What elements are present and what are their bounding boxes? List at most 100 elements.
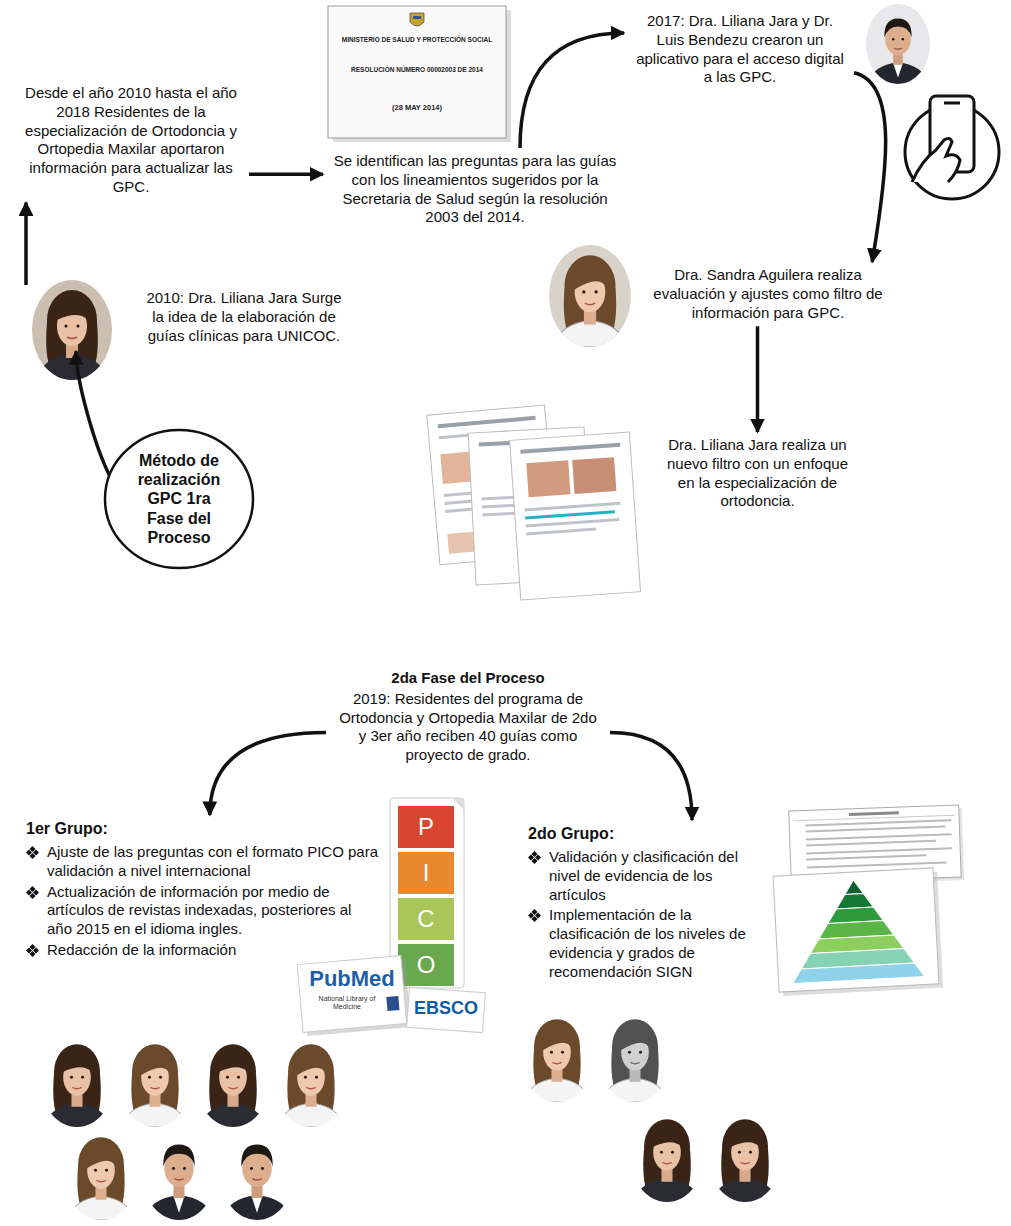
phone-speaker — [944, 102, 960, 105]
hand — [912, 138, 960, 182]
flow-arrow — [76, 351, 110, 475]
logo-name: EBSCO — [410, 998, 482, 1019]
block-text: 2010: Dra. Liliana Jara Surge la idea de… — [146, 289, 342, 345]
bullet-item: Validación y clasificación del nivel de … — [528, 848, 766, 904]
block-text: 2019: Residentes del programa de Ortodon… — [334, 690, 602, 765]
document-sheet — [328, 6, 506, 138]
document-number: RESOLUCIÓN NÚMERO 00002003 DE 2014 — [330, 66, 504, 73]
oval-label: Método de realización GPC 1ra Fase del P… — [127, 451, 231, 547]
pico-square — [398, 898, 454, 940]
page-photo — [526, 460, 570, 497]
flow-arrow — [854, 73, 886, 262]
portrait — [868, 18, 929, 84]
bullet-item: Redacción de la información — [26, 941, 379, 960]
portrait — [68, 1137, 134, 1220]
portrait — [602, 1019, 668, 1102]
portrait — [553, 255, 626, 347]
text-block: Dra. Sandra Aguilera realiza evaluación … — [644, 262, 892, 326]
document-heading: MINISTERIO DE SALUD Y PROTECCIÓN SOCIAL — [330, 36, 504, 43]
pico-letter: C — [398, 898, 454, 940]
guide-page — [510, 432, 641, 600]
ebsco-logo — [407, 987, 486, 1032]
page-line — [438, 416, 536, 429]
table-line — [805, 819, 951, 826]
group-list: 1er Grupo:Ajuste de las preguntas con el… — [20, 815, 385, 966]
block-text: Desde el año 2010 hasta el año 2018 Resi… — [21, 84, 241, 197]
text-block: 2da Fase del Proceso 2019: Residentes del… — [328, 665, 608, 769]
bullet-symbol — [26, 944, 39, 957]
portrait — [122, 1044, 188, 1127]
logo-name: PubMed — [302, 966, 402, 991]
group-portraits — [524, 1019, 778, 1202]
logo-mark — [386, 996, 399, 1011]
bullet-symbol — [26, 846, 39, 859]
table-line — [805, 826, 945, 833]
bullet-text: Implementación de la clasificación de lo… — [549, 906, 766, 981]
portrait-photo — [549, 245, 631, 347]
pico-letter: O — [398, 944, 454, 986]
pyramid-band — [792, 962, 925, 983]
table-rule — [793, 815, 955, 821]
text-block: Desde el año 2010 hasta el año 2018 Resi… — [15, 80, 247, 201]
bullet-symbol — [528, 909, 541, 922]
page-line — [526, 528, 596, 536]
table-line — [807, 862, 947, 869]
table-line — [806, 833, 952, 840]
pico-square — [398, 852, 454, 894]
resolution-document — [328, 6, 511, 142]
bullet-symbol — [26, 944, 39, 957]
table-line — [806, 847, 952, 854]
page-line — [520, 443, 620, 454]
pyramid-band — [836, 893, 874, 909]
portrait — [36, 290, 108, 380]
group-list: 2do Grupo:Validación y clasificación del… — [522, 820, 772, 987]
bullet-item: Actualización de información por medio d… — [26, 883, 379, 939]
flow-arrow — [24, 203, 28, 286]
bullet-text: Actualización de información por medio d… — [47, 883, 379, 939]
bullet-symbol — [26, 846, 39, 859]
pyramid-card — [773, 868, 939, 992]
block-text: 2017: Dra. Liliana Jara y Dr. Luis Bende… — [632, 12, 848, 87]
page-photo — [572, 457, 616, 494]
coat-of-arms — [410, 13, 424, 26]
oval-node: Método de realización GPC 1ra Fase del P… — [103, 428, 255, 570]
bullet-item: Implementación de la clasificación de lo… — [528, 906, 766, 981]
portrait — [44, 1044, 110, 1127]
page-line — [525, 510, 615, 519]
portrait — [200, 1044, 266, 1127]
bullet-item: Ajuste de las preguntas con el formato P… — [26, 843, 379, 881]
portrait — [634, 1119, 700, 1202]
text-block: 2010: Dra. Liliana Jara Surge la idea de… — [18, 285, 348, 349]
page-line — [524, 502, 620, 512]
document-date: (28 MAY 2014) — [330, 104, 504, 113]
portrait-photo — [866, 4, 930, 84]
logo-card — [297, 956, 407, 1033]
bullet-text: Ajuste de las preguntas con el formato P… — [47, 843, 379, 881]
logo-subtitle: National Library of Medicine — [312, 995, 382, 1011]
bullet-symbol — [528, 851, 541, 864]
flow-arrow — [756, 326, 760, 432]
guide-pages — [427, 405, 641, 600]
pyramid-band — [844, 880, 863, 895]
coat-of-arms — [413, 16, 421, 19]
block-text: Dra. Sandra Aguilera realiza evaluación … — [650, 266, 886, 322]
text-block: Dra. Liliana Jara realiza un nuevo filtr… — [655, 432, 860, 515]
logo-card — [407, 987, 486, 1032]
portrait — [222, 1145, 292, 1220]
flow-arrow — [249, 173, 323, 177]
flow-arrow — [610, 732, 692, 820]
page-sheet — [510, 432, 641, 600]
photo-background — [866, 4, 930, 84]
phase-heading: 2da Fase del Proceso — [334, 669, 602, 688]
bullet-symbol — [528, 909, 541, 922]
portrait-photo — [32, 280, 112, 380]
photo-background — [32, 280, 112, 380]
bullet-symbol — [26, 886, 39, 899]
evidence-pyramid — [787, 877, 924, 984]
page-line — [526, 518, 620, 528]
table-line — [849, 811, 899, 816]
pico-square — [398, 806, 454, 848]
bullet-symbol — [528, 851, 541, 864]
